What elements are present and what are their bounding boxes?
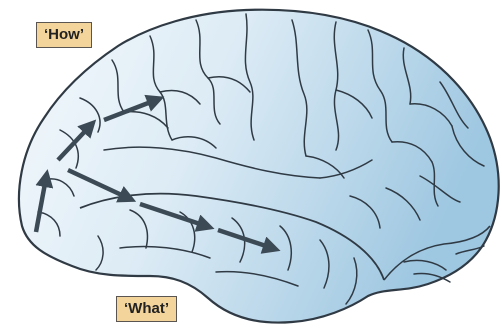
how-pathway-label: ‘How’ [36, 22, 92, 48]
what-pathway-label: ‘What’ [116, 296, 177, 322]
brain-outline [19, 10, 499, 323]
